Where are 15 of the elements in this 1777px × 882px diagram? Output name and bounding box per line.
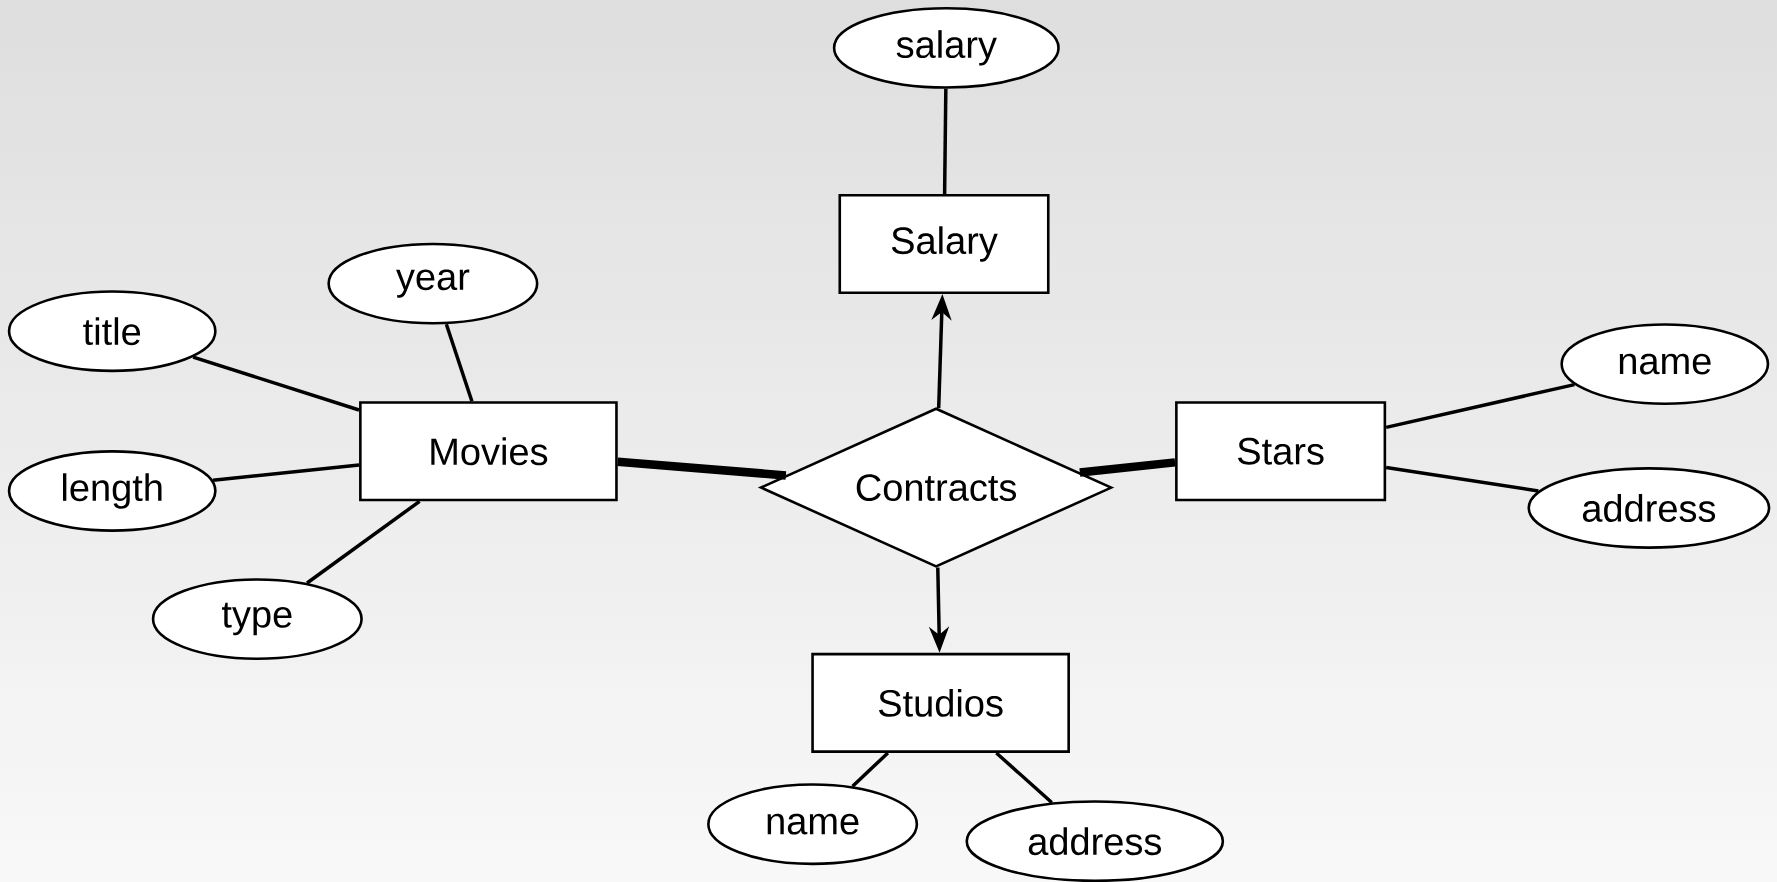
connector-line — [1079, 458, 1176, 477]
entity-box: Salary — [838, 193, 1050, 295]
connector-line — [995, 751, 1053, 804]
connector-line — [192, 355, 360, 412]
entity-box: Movies — [359, 401, 618, 502]
connector-line — [851, 751, 890, 788]
entity-box: Stars — [1175, 401, 1387, 502]
connector-line — [444, 323, 474, 402]
connector-line — [942, 88, 948, 194]
connector-line — [1385, 465, 1539, 493]
connector-line — [617, 457, 787, 480]
connector-line — [1385, 382, 1575, 430]
entity-box: Studios — [811, 652, 1070, 753]
connector-line — [306, 499, 421, 585]
connector-line — [212, 463, 360, 483]
